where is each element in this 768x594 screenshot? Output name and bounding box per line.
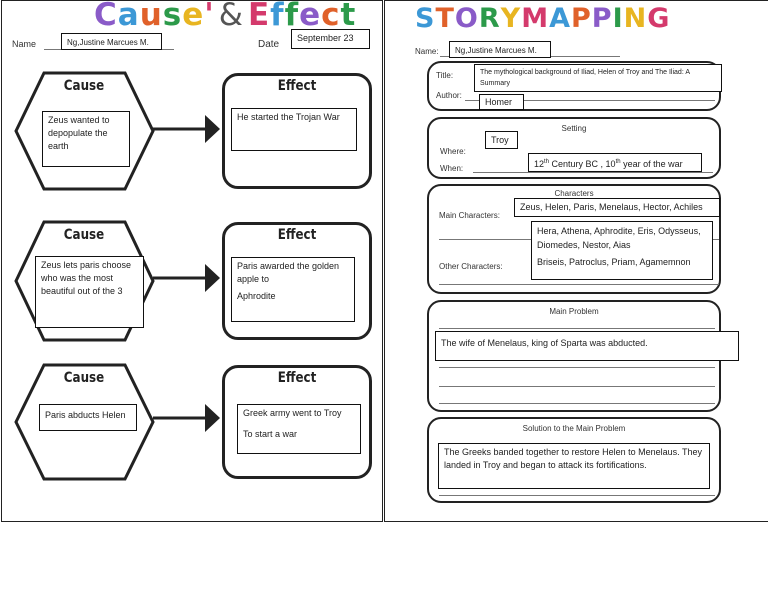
author-field[interactable]: Homer xyxy=(479,94,524,110)
cause-box-3[interactable]: Paris abducts Helen xyxy=(39,404,137,431)
cause-title-letter: ' xyxy=(204,0,215,33)
other-characters-field[interactable]: Hera, Athena, Aphrodite, Eris, Odysseus,… xyxy=(531,221,713,280)
effect-title-letter: c xyxy=(321,0,341,33)
when-sup-a: th xyxy=(544,159,550,165)
cause-heading-3: Cause xyxy=(63,370,105,386)
cause-effect-title: Cause'&Effect xyxy=(94,0,357,33)
solution-line xyxy=(439,495,715,496)
when-sup-b: th xyxy=(615,159,621,165)
arrow-head-3 xyxy=(205,404,220,432)
when-underline xyxy=(473,172,713,173)
author-label: Author: xyxy=(436,91,462,100)
effect-text-2: Paris awarded the golden apple to xyxy=(237,261,340,284)
title-field[interactable]: The mythological background of Iliad, He… xyxy=(474,64,722,92)
story-title-letter: R xyxy=(478,3,501,34)
title-part-effect: Effect xyxy=(247,0,357,33)
date-field[interactable]: September 23 xyxy=(291,29,370,49)
effect-heading-1: Effect xyxy=(277,78,317,94)
name-field[interactable]: Ng,Justine Marcues M. xyxy=(61,33,162,50)
cause-box-2[interactable]: Zeus lets paris choose who was the most … xyxy=(35,256,144,328)
when-text-a: 12 xyxy=(534,159,545,169)
where-field[interactable]: Troy xyxy=(485,131,518,149)
problem-line-2 xyxy=(439,367,715,368)
main-problem-heading: Main Problem xyxy=(549,307,599,316)
effect-text-2b: Aphrodite xyxy=(237,291,276,301)
story-title-letter: S xyxy=(415,3,436,34)
story-title-letter: T xyxy=(435,3,455,34)
story-title-letter: P xyxy=(591,3,613,34)
story-mapping-worksheet: STORY MAPPING Name: Ng,Justine Marcues M… xyxy=(384,0,768,522)
solution-field[interactable]: The Greeks banded together to restore He… xyxy=(438,443,710,489)
cause-title-letter: u xyxy=(139,0,163,33)
author-underline xyxy=(465,100,715,101)
when-label: When: xyxy=(440,164,464,173)
effect-field-2[interactable]: Paris awarded the golden apple to Aphrod… xyxy=(231,257,355,322)
effect-heading-3: Effect xyxy=(277,370,317,386)
when-text-b: Century BC , 10 xyxy=(549,159,616,169)
cause-title-letter: C xyxy=(94,0,118,33)
main-problem-field[interactable]: The wife of Menelaus, king of Sparta was… xyxy=(435,331,739,361)
other-characters-text-2: Briseis, Patroclus, Priam, Agamemnon xyxy=(537,257,691,267)
story-title-letter: P xyxy=(570,3,592,34)
problem-line-1 xyxy=(439,328,715,329)
cause-title-letter: s xyxy=(162,0,183,33)
when-field[interactable]: 12th Century BC , 10th year of the war xyxy=(528,153,702,172)
title-part-cause: Cause' xyxy=(94,0,215,33)
other-characters-label: Other Characters: xyxy=(439,262,503,271)
problem-line-3 xyxy=(439,386,715,387)
story-mapping-title: STORY MAPPING xyxy=(415,3,670,34)
story-title-letter: G xyxy=(647,3,671,34)
characters-heading: Characters xyxy=(554,189,594,198)
effect-field-3[interactable]: Greek army went to Troy To start a war xyxy=(237,404,361,454)
characters-line-2 xyxy=(439,284,719,285)
other-characters-text-1: Hera, Athena, Aphrodite, Eris, Odysseus,… xyxy=(537,226,701,250)
when-text-c: year of the war xyxy=(620,159,683,169)
story-name-field[interactable]: Ng,Justine Marcues M. xyxy=(449,41,551,58)
effect-title-letter: E xyxy=(247,0,271,33)
story-title-letter: N xyxy=(623,3,648,34)
where-label: Where: xyxy=(440,147,466,156)
effect-text-3: Greek army went to Troy xyxy=(243,408,342,418)
arrow-head-1 xyxy=(205,115,220,143)
story-title-letter: I xyxy=(612,3,624,34)
problem-line-4 xyxy=(439,403,715,404)
cause-effect-worksheet: Cause'&Effect Name Ng,Justine Marcues M.… xyxy=(1,0,383,522)
effect-field-1[interactable]: He started the Trojan War xyxy=(231,108,357,151)
effect-title-letter: f xyxy=(284,0,300,33)
effect-text-1: He started the Trojan War xyxy=(237,112,340,122)
title-ampersand: & xyxy=(218,0,244,33)
story-title-letter: A xyxy=(549,3,571,34)
effect-title-letter: e xyxy=(299,0,322,33)
cause-heading-1: Cause xyxy=(63,78,105,94)
story-name-label: Name: xyxy=(415,47,439,56)
solution-heading: Solution to the Main Problem xyxy=(522,424,626,433)
cause-heading-2: Cause xyxy=(63,227,105,243)
effect-heading-2: Effect xyxy=(277,227,317,243)
effect-title-letter: t xyxy=(340,0,357,33)
cause-box-1[interactable]: Zeus wanted to depopulate the earth xyxy=(42,111,130,167)
effect-title-letter: f xyxy=(270,0,285,33)
effect-text-3b: To start a war xyxy=(243,429,298,439)
story-title-letter: O xyxy=(454,3,479,34)
name-label: Name xyxy=(12,39,37,49)
main-characters-field[interactable]: Zeus, Helen, Paris, Menelaus, Hector, Ac… xyxy=(514,198,720,217)
cause-title-letter: a xyxy=(117,0,140,33)
date-label: Date xyxy=(258,39,280,50)
story-title-letter: Y xyxy=(500,3,522,34)
cause-title-letter: e xyxy=(182,0,205,33)
title-label: Title: xyxy=(436,71,454,80)
arrow-head-2 xyxy=(205,264,220,292)
story-title-letter: M xyxy=(521,3,550,34)
main-characters-label: Main Characters: xyxy=(439,211,500,220)
setting-heading: Setting xyxy=(561,124,587,133)
